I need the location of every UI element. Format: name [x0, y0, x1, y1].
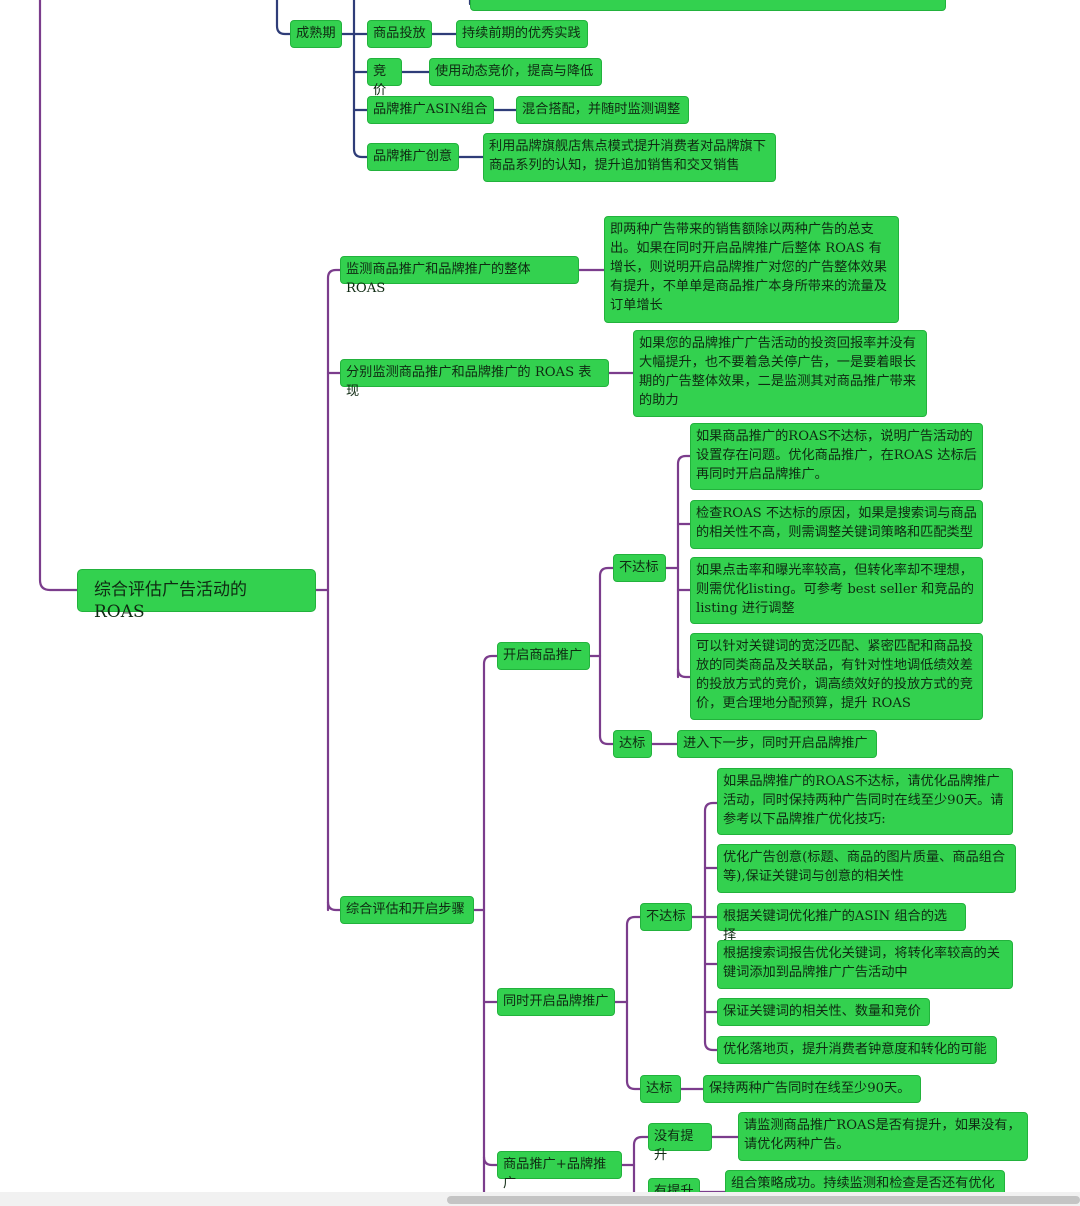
root-node[interactable]: 综合评估广告活动的 ROAS [77, 569, 316, 622]
node-product-targeting[interactable]: 商品投放 [367, 20, 432, 48]
node-sb-creative[interactable]: 品牌推广创意 [367, 143, 459, 171]
node-sp-fail[interactable]: 不达标 [613, 554, 666, 582]
partial-node-top[interactable] [470, 0, 946, 11]
node-sp-pass-detail[interactable]: 进入下一步，同时开启品牌推广 [677, 730, 877, 758]
node-product-targeting-detail[interactable]: 持续前期的优秀实践 [456, 20, 588, 48]
node-sb-fail-item-1[interactable]: 如果品牌推广的ROAS不达标，请优化品牌推广活动，同时保持两种广告同时在线至少9… [717, 768, 1013, 835]
node-sp-pass[interactable]: 达标 [613, 730, 652, 758]
node-sb-fail-item-5[interactable]: 保证关键词的相关性、数量和竞价 [717, 998, 930, 1026]
node-sb-pass-detail[interactable]: 保持两种广告同时在线至少90天。 [703, 1075, 921, 1103]
node-enable-sp[interactable]: 开启商品推广 [497, 642, 590, 670]
node-sb-asin-combo[interactable]: 品牌推广ASIN组合 [367, 96, 494, 124]
node-sb-creative-detail[interactable]: 利用品牌旗舰店焦点模式提升消费者对品牌旗下商品系列的认知，提升追加销售和交叉销售 [483, 133, 776, 182]
node-sb-asin-combo-detail[interactable]: 混合搭配，并随时监测调整 [516, 96, 689, 124]
node-sb-fail-item-4[interactable]: 根据搜索词报告优化关键词，将转化率较高的关键词添加到品牌推广广告活动中 [717, 940, 1013, 989]
node-sb-fail-item-2[interactable]: 优化广告创意(标题、商品的图片质量、商品组合等),保证关键词与创意的相关性 [717, 844, 1016, 893]
node-bidding[interactable]: 竞价 [367, 58, 402, 98]
node-combo-no-improve[interactable]: 没有提升 [648, 1123, 712, 1163]
node-sp-fail-item-3[interactable]: 如果点击率和曝光率较高，但转化率却不理想，则需优化listing。可参考 bes… [690, 557, 983, 624]
node-bidding-detail[interactable]: 使用动态竞价，提高与降低 [429, 58, 602, 86]
node-sp-fail-item-4[interactable]: 可以针对关键词的宽泛匹配、紧密匹配和商品投放的同类商品及关联品，有针对性地调低绩… [690, 633, 983, 720]
node-sb-fail-item-3[interactable]: 根据关键词优化推广的ASIN 组合的选择 [717, 903, 966, 943]
node-sp-plus-sb[interactable]: 商品推广+品牌推广 [497, 1151, 622, 1191]
node-maturity-stage[interactable]: 成熟期 [290, 20, 342, 48]
node-sb-pass[interactable]: 达标 [640, 1075, 681, 1103]
node-monitor-overall-roas-detail[interactable]: 即两种广告带来的销售额除以两种广告的总支出。如果在同时开启品牌推广后整体 ROA… [604, 216, 899, 323]
horizontal-scrollbar-thumb[interactable] [447, 1196, 1080, 1204]
node-sb-fail[interactable]: 不达标 [640, 903, 692, 931]
node-monitor-overall-roas[interactable]: 监测商品推广和品牌推广的整体 ROAS [340, 256, 579, 296]
node-combo-no-improve-detail[interactable]: 请监测商品推广ROAS是否有提升，如果没有，请优化两种广告。 [738, 1112, 1028, 1161]
node-sp-fail-item-1[interactable]: 如果商品推广的ROAS不达标，说明广告活动的设置存在问题。优化商品推广，在ROA… [690, 423, 983, 490]
node-monitor-separate-roas[interactable]: 分别监测商品推广和品牌推广的 ROAS 表现 [340, 359, 609, 399]
node-sb-fail-item-6[interactable]: 优化落地页，提升消费者钟意度和转化的可能 [717, 1036, 997, 1064]
node-monitor-separate-roas-detail[interactable]: 如果您的品牌推广广告活动的投资回报率并没有大幅提升，也不要着急关停广告，一是要着… [633, 330, 927, 417]
node-evaluation-steps[interactable]: 综合评估和开启步骤 [340, 896, 474, 924]
node-enable-sb[interactable]: 同时开启品牌推广 [497, 988, 615, 1016]
node-sp-fail-item-2[interactable]: 检查ROAS 不达标的原因，如果是搜索词与商品的相关性不高，则需调整关键词策略和… [690, 500, 983, 549]
